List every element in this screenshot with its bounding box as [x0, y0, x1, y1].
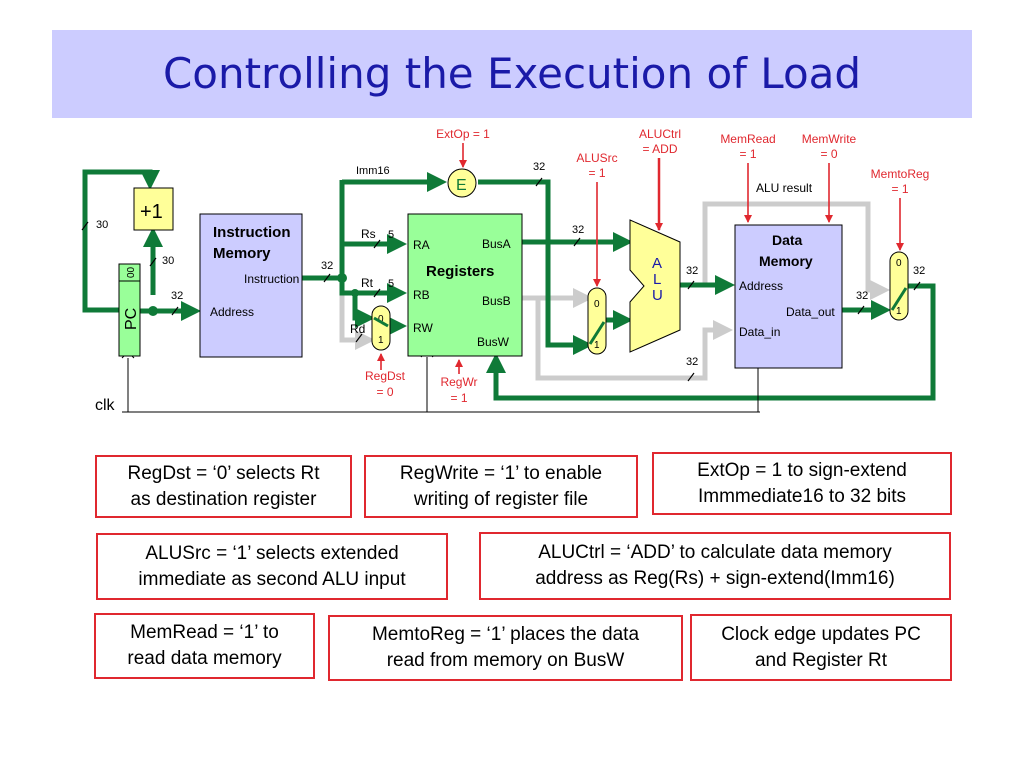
regdst-label-2: = 0	[376, 385, 393, 399]
regdst-mux-1: 1	[378, 335, 384, 346]
pc-bits-label: 00	[126, 266, 137, 278]
regwr-label-2: = 1	[450, 391, 467, 405]
alu-letter-u: U	[652, 287, 663, 304]
extender-label: E	[456, 177, 467, 194]
rs-width-label: 5	[388, 229, 394, 241]
registers-title: Registers	[426, 263, 494, 280]
pc-label: PC	[123, 308, 140, 330]
alusrc-mux-1: 1	[594, 340, 600, 351]
memtoreg-label-2: = 1	[891, 182, 908, 196]
dmem-dataout-port: Data_out	[786, 305, 835, 319]
note-aluctrl: ALUCtrl = ‘ADD’ to calculate data memory…	[479, 532, 951, 600]
ra-port: RA	[413, 238, 430, 252]
memread-label-1: MemRead	[720, 132, 775, 146]
width-30-label-2: 30	[162, 255, 174, 267]
memwrite-label-2: = 0	[820, 147, 837, 161]
busw-port: BusW	[477, 335, 510, 349]
memtoreg-mux-0: 0	[896, 258, 902, 269]
width-32-label-5: 32	[686, 265, 698, 277]
aluctrl-label-2: = ADD	[642, 142, 677, 156]
title-bar: Controlling the Execution of Load	[52, 30, 972, 118]
alusrc-mux-0: 0	[594, 299, 600, 310]
rt-width-label: 5	[388, 278, 394, 290]
width-32-label-6: 32	[856, 290, 868, 302]
alu-result-bypass-path	[702, 201, 890, 300]
memtoreg-label-1: MemtoReg	[871, 167, 930, 181]
ext-to-alusrc-path	[478, 179, 593, 355]
clk-label: clk	[95, 397, 116, 414]
alusrc-label-2: = 1	[588, 166, 605, 180]
unused-paths	[339, 201, 890, 381]
memtoreg-mux-1: 1	[896, 306, 902, 317]
width-32-label-2: 32	[321, 260, 333, 272]
extop-label: ExtOp = 1	[436, 127, 490, 141]
width-32-label-7: 32	[913, 265, 925, 277]
aluctrl-label-1: ALUCtrl	[639, 127, 681, 141]
writeback-path	[486, 283, 936, 401]
busb-to-datain-path	[535, 298, 733, 381]
regdst-mux	[371, 305, 391, 351]
alusrc-label-1: ALUSrc	[576, 151, 617, 165]
adder-label: +1	[140, 201, 163, 223]
data-memory	[734, 224, 843, 369]
busa-port: BusA	[482, 237, 511, 251]
sign-extender	[447, 168, 477, 198]
pc-feedback-path	[82, 169, 160, 313]
dmem-address-port: Address	[739, 279, 783, 293]
width-32-label-1: 32	[171, 290, 183, 302]
imem-address-port: Address	[210, 305, 254, 319]
rt-to-mux-path	[352, 293, 375, 328]
regdst-mux-0: 0	[378, 314, 384, 325]
imm16-label: Imm16	[356, 165, 390, 177]
rd-to-mux-path	[339, 290, 375, 350]
memwrite-label-1: MemWrite	[802, 132, 857, 146]
dmem-title-1: Data	[772, 232, 803, 248]
rs-label: Rs	[361, 227, 376, 241]
memread-label-2: = 1	[739, 147, 756, 161]
register-file	[407, 213, 523, 357]
imem-instruction-port: Instruction	[244, 272, 299, 286]
regdst-label-1: RegDst	[365, 369, 406, 383]
dmem-datain-port: Data_in	[739, 325, 780, 339]
memtoreg-mux	[889, 251, 909, 321]
alu-letter-a: A	[652, 255, 662, 272]
dmem-title-2: Memory	[759, 253, 813, 269]
instruction-memory	[199, 213, 303, 358]
rd-label: Rd	[350, 322, 365, 336]
rw-port: RW	[413, 321, 433, 335]
width-32-label-8: 32	[686, 356, 698, 368]
regwr-label-1: RegWr	[440, 375, 477, 389]
junction-dots	[148, 273, 359, 316]
pc-register	[118, 263, 141, 357]
alu-result-label: ALU result	[756, 181, 813, 195]
width-32-label-4: 32	[572, 224, 584, 236]
rt-junction-dot	[337, 273, 347, 283]
control-arrows	[377, 143, 904, 374]
rt-mux-junction-dot	[351, 289, 359, 297]
alu-letter-l: L	[653, 271, 661, 288]
rb-port: RB	[413, 288, 430, 302]
alu	[629, 219, 681, 353]
control-signals: ExtOp = 1 ALUCtrl = ADD ALUSrc = 1 MemRe…	[365, 127, 929, 405]
rt-label: Rt	[361, 276, 374, 290]
imem-title-2: Memory	[213, 245, 271, 262]
width-30-label-1: 30	[96, 219, 108, 231]
page-title: Controlling the Execution of Load	[162, 49, 862, 98]
increment-adder	[133, 187, 174, 231]
width-32-label-3: 32	[533, 161, 545, 173]
busb-port: BusB	[482, 294, 511, 308]
imem-title-1: Instruction	[213, 224, 291, 241]
datapath-diagram: clk 00 PC +1 30 30 32 32 32 32 32 32 32 …	[81, 127, 936, 414]
pc-junction-dot	[148, 306, 158, 316]
